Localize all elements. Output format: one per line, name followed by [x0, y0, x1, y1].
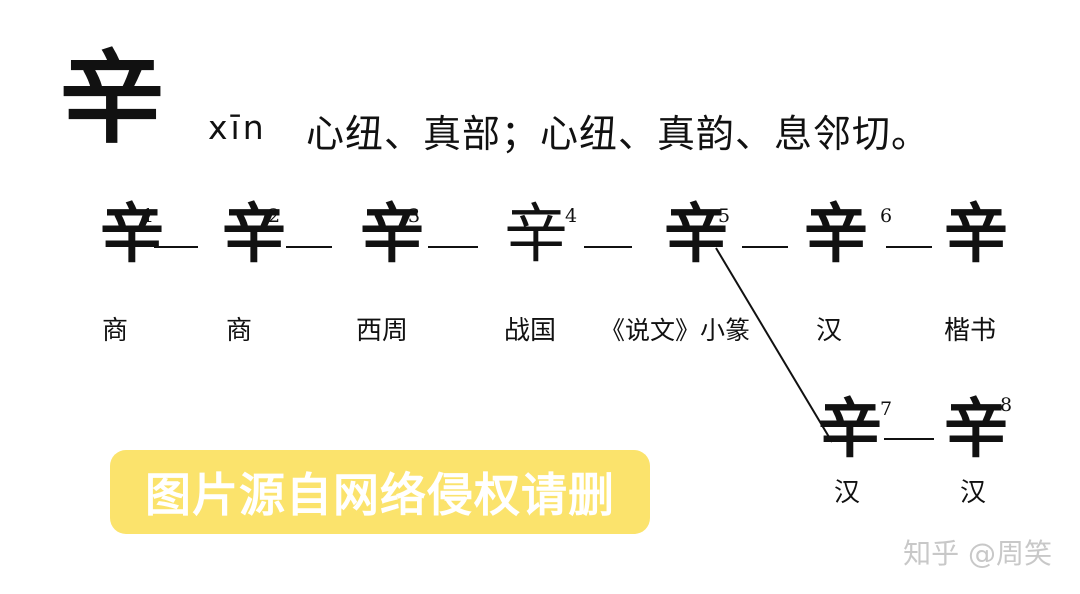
form-6-glyph: 辛	[804, 197, 868, 272]
form-1-number: 1	[142, 205, 155, 227]
connector-dash	[428, 246, 478, 248]
form-1-glyph: 辛	[100, 197, 164, 272]
connector-dash	[886, 246, 932, 248]
form-8-label: 汉	[834, 478, 861, 508]
zhihu-watermark: 知乎 @周笑	[903, 537, 1052, 570]
form-2-label: 商	[226, 316, 253, 346]
copyright-banner: 图片源自网络侵权请删	[110, 450, 650, 534]
form-4-number: 4	[565, 205, 578, 227]
pinyin: xīn	[208, 108, 267, 147]
connector-dash	[286, 246, 332, 248]
form-9-label: 汉	[960, 478, 987, 508]
form-3-label: 西周	[356, 316, 409, 346]
form-5-number: 5	[718, 205, 731, 227]
form-5-label: 《说文》小篆	[600, 316, 751, 345]
form-6-number: 6	[880, 205, 893, 227]
form-1-label: 商	[102, 316, 129, 346]
form-9-glyph: 辛	[944, 392, 1008, 467]
form-2-glyph: 辛	[222, 197, 286, 272]
form-4-label: 战国	[504, 316, 557, 346]
form-3-glyph: 辛	[360, 197, 424, 272]
form-7-label: 楷书	[944, 316, 997, 346]
form-9-number: 8	[1000, 394, 1013, 416]
head-character: 辛	[59, 39, 165, 157]
connector-dash	[742, 246, 788, 248]
form-4-glyph: 辛	[504, 198, 568, 272]
connector-dash	[884, 438, 934, 440]
form-6-label: 汉	[816, 316, 843, 346]
connector-dash	[154, 246, 198, 248]
copyright-banner-text: 图片源自网络侵权请删	[145, 468, 615, 522]
connector-dash	[584, 246, 632, 248]
form-7-glyph: 辛	[944, 197, 1008, 272]
form-5-glyph: 辛	[664, 197, 728, 272]
phonology-reading: 心纽、真部；心纽、真韵、息邻切。	[306, 112, 931, 156]
form-3-number: 3	[408, 205, 421, 227]
form-8-glyph: 辛	[818, 392, 882, 467]
form-8-number: 7	[880, 398, 893, 420]
form-2-number: 2	[268, 205, 281, 227]
